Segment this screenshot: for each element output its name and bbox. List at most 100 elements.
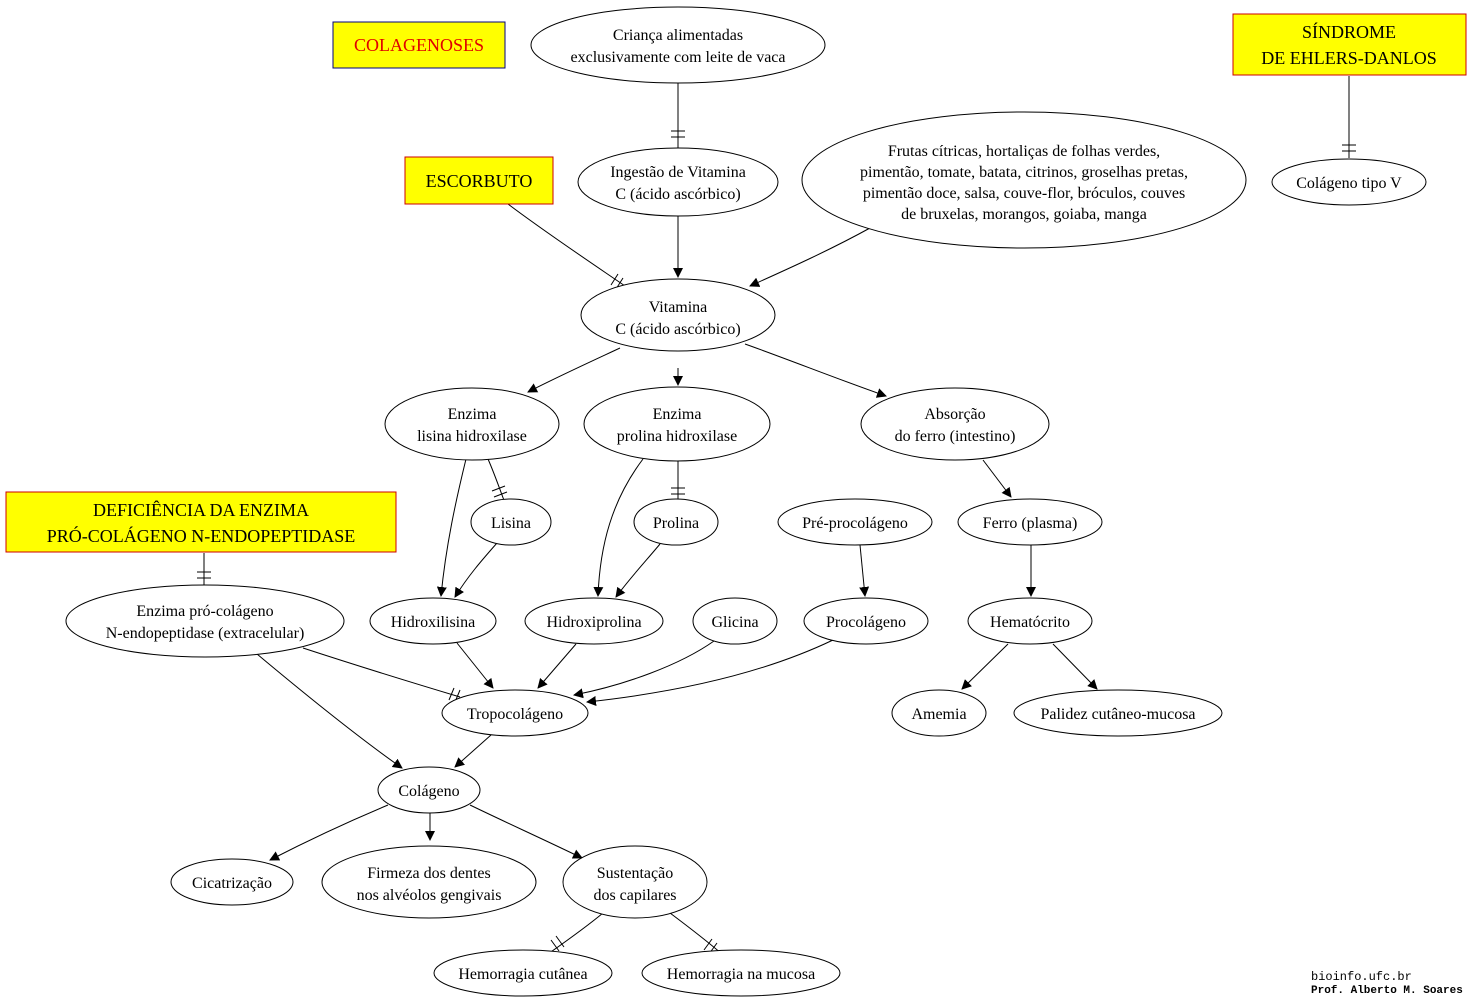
edge-glicina-tropocolageno — [573, 640, 715, 699]
node-preprocolageno-label: Pré-procolágeno — [802, 515, 908, 532]
node-prolina-hidroxilase: Enzima prolina hidroxilase — [583, 386, 771, 462]
node-hemorragia-cutanea-label: Hemorragia cutânea — [458, 966, 587, 983]
node-tropocolageno: Tropocolágeno — [441, 689, 589, 737]
header-escorbuto-label: ESCORBUTO — [426, 171, 533, 191]
edge-preprocolageno-procolageno — [859, 544, 870, 597]
node-ingestao-line2: C (ácido ascórbico) — [615, 186, 740, 203]
edge-colageno-sustentacao — [469, 804, 583, 859]
edge-hematocrito-palidez — [1052, 643, 1098, 690]
node-hidroxiprolina: Hidroxiprolina — [524, 597, 664, 645]
node-lisina-label: Lisina — [491, 515, 531, 532]
edge-procolageno-tropocolageno — [586, 639, 834, 706]
node-crianca-line1: Criança alimentadas — [613, 27, 743, 44]
header-ehlers-danlos: SÍNDROME DE EHLERS-DANLOS — [1232, 13, 1467, 76]
node-ferro-plasma: Ferro (plasma) — [957, 498, 1103, 546]
node-vitamina: Vitamina C (ácido ascórbico) — [580, 278, 776, 352]
node-ingestao: Ingestão de Vitamina C (ácido ascórbico) — [577, 147, 779, 217]
header-colagenoses: COLAGENOSES — [332, 21, 506, 69]
node-cicatrizacao-label: Cicatrização — [192, 875, 272, 892]
credit-site: bioinfo.ufc.br — [1311, 970, 1412, 984]
node-prolina-hidroxilase-line1: Enzima — [653, 406, 702, 423]
node-hidroxiprolina-label: Hidroxiprolina — [546, 614, 641, 631]
edge-absorcao-ferro — [982, 459, 1012, 498]
edge-escorbuto-vitamina — [507, 203, 629, 289]
node-firmeza: Firmeza dos dentes nos alvéolos gengivai… — [321, 845, 537, 919]
node-frutas-line3: pimentão doce, salsa, couve-flor, brócul… — [863, 185, 1185, 202]
node-glicina-label: Glicina — [711, 614, 758, 631]
edge-hidroxiprolina-tropocolageno — [537, 643, 577, 689]
node-ferro-plasma-label: Ferro (plasma) — [983, 515, 1078, 532]
header-ehlers-line2: DE EHLERS-DANLOS — [1261, 48, 1437, 68]
node-hematocrito: Hematócrito — [967, 597, 1093, 645]
node-hemorragia-mucosa: Hemorragia na mucosa — [641, 949, 841, 997]
node-colageno-label: Colágeno — [398, 783, 459, 800]
node-tropocolageno-label: Tropocolágeno — [467, 706, 563, 723]
node-lisina-hidroxilase: Enzima lisina hidroxilase — [384, 387, 560, 461]
node-absorcao: Absorção do ferro (intestino) — [860, 387, 1050, 461]
node-sustentacao-line1: Sustentação — [597, 865, 673, 882]
node-frutas-line4: de bruxelas, morangos, goiaba, manga — [901, 206, 1147, 223]
node-ingestao-line1: Ingestão de Vitamina — [610, 164, 746, 181]
node-lisina: Lisina — [470, 498, 552, 546]
edge-hidroxilisina-tropocolageno — [456, 642, 494, 689]
node-sustentacao-line2: dos capilares — [593, 887, 676, 904]
edge-enzimapro-tropocolageno — [302, 647, 461, 698]
node-hidroxilisina: Hidroxilisina — [369, 597, 497, 645]
node-enzima-pro-colageno: Enzima pró-colágeno N-endopeptidase (ext… — [65, 584, 345, 658]
node-procolageno-label: Procolágeno — [826, 614, 906, 631]
node-crianca-line2: exclusivamente com leite de vaca — [570, 49, 785, 66]
node-enzima-pro-line2: N-endopeptidase (extracelular) — [106, 625, 305, 642]
node-frutas: Frutas cítricas, hortaliças de folhas ve… — [801, 111, 1247, 249]
header-colagenoses-label: COLAGENOSES — [354, 35, 484, 55]
node-glicina: Glicina — [692, 597, 778, 645]
node-palidez: Palidez cutâneo-mucosa — [1013, 689, 1223, 737]
edges — [197, 76, 1356, 955]
edge-sustentacao-hemmucosa — [669, 912, 723, 955]
node-vitamina-line1: Vitamina — [649, 299, 708, 316]
node-hemorragia-mucosa-label: Hemorragia na mucosa — [667, 966, 815, 983]
node-amemia-label: Amemia — [911, 706, 966, 723]
edge-frutas-vitamina — [749, 227, 871, 287]
node-prolina-hidroxilase-line2: prolina hidroxilase — [617, 428, 737, 445]
credit-author: Prof. Alberto M. Soares — [1311, 985, 1463, 997]
node-prolina: Prolina — [633, 498, 719, 546]
edge-lisinahidrox-hidroxilisina — [436, 458, 467, 597]
edge-tropocolageno-colageno — [454, 734, 492, 768]
node-lisina-hidroxilase-line2: lisina hidroxilase — [417, 428, 527, 445]
node-amemia: Amemia — [891, 689, 987, 737]
node-frutas-line1: Frutas cítricas, hortaliças de folhas ve… — [888, 143, 1160, 160]
node-absorcao-line1: Absorção — [924, 406, 985, 423]
node-hematocrito-label: Hematócrito — [990, 614, 1070, 631]
edge-enzimapro-colageno — [256, 653, 403, 769]
node-lisina-hidroxilase-line1: Enzima — [448, 406, 497, 423]
header-deficiencia-line1: DEFICIÊNCIA DA ENZIMA — [93, 499, 309, 520]
edge-prolina-hidroxiprolina — [615, 543, 661, 598]
node-prolina-label: Prolina — [653, 515, 699, 532]
node-firmeza-line1: Firmeza dos dentes — [367, 865, 491, 882]
edge-vitamina-absorcao — [744, 343, 887, 398]
node-cicatrizacao: Cicatrização — [170, 858, 294, 906]
node-colageno-v: Colágeno tipo V — [1271, 158, 1427, 206]
node-palidez-label: Palidez cutâneo-mucosa — [1040, 706, 1195, 723]
edge-colageno-cicatrizacao — [269, 804, 389, 861]
node-crianca: Criança alimentadas exclusivamente com l… — [530, 6, 826, 84]
node-preprocolageno: Pré-procolágeno — [777, 498, 933, 546]
header-escorbuto: ESCORBUTO — [404, 156, 554, 205]
node-hemorragia-cutanea: Hemorragia cutânea — [433, 949, 613, 997]
node-absorcao-line2: do ferro (intestino) — [895, 428, 1016, 445]
header-deficiencia: DEFICIÊNCIA DA ENZIMA PRÓ-COLÁGENO N-END… — [5, 491, 397, 553]
node-frutas-line2: pimentão, tomate, batata, citrinos, gros… — [860, 164, 1188, 181]
edge-sustentacao-hemcutanea — [547, 912, 604, 955]
header-deficiencia-line2: PRÓ-COLÁGENO N-ENDOPEPTIDASE — [47, 525, 356, 546]
node-sustentacao: Sustentação dos capilares — [562, 845, 708, 919]
node-colageno-v-label: Colágeno tipo V — [1296, 175, 1402, 192]
edge-hematocrito-amemia — [961, 643, 1009, 690]
node-enzima-pro-line1: Enzima pró-colágeno — [136, 603, 273, 620]
node-firmeza-line2: nos alvéolos gengivais — [357, 887, 502, 904]
node-procolageno: Procolágeno — [803, 597, 929, 645]
node-vitamina-line2: C (ácido ascórbico) — [615, 321, 740, 338]
header-ehlers-line1: SÍNDROME — [1302, 21, 1396, 42]
edge-lisina-hidroxilisina — [454, 542, 498, 598]
node-colageno: Colágeno — [377, 766, 481, 814]
